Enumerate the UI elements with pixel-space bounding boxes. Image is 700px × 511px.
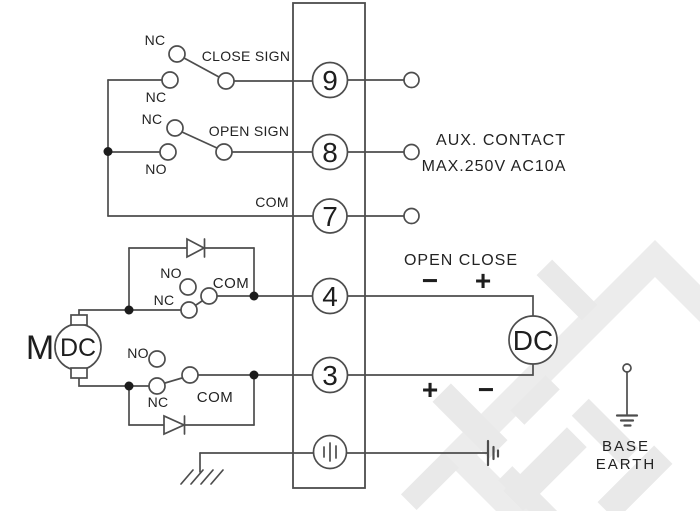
- lower-switch-nc-label: NC: [148, 394, 169, 410]
- close-sign-nc-top-label: NC: [145, 32, 166, 48]
- ground-symbol: [180, 469, 224, 485]
- upper-switch-nc-label: NC: [154, 292, 175, 308]
- upper-switch-com-label: COM: [213, 275, 250, 292]
- terminal-7: [312, 198, 348, 234]
- lower-switch-com-label: COM: [197, 389, 234, 406]
- bottom-plus-sign: +: [422, 374, 438, 405]
- junction-dots: [103, 147, 259, 391]
- diode-upper: [186, 237, 206, 259]
- earth-terminal-glyph: [323, 442, 337, 462]
- aux-output-terminals: [403, 71, 420, 225]
- open-close-heading: OPEN CLOSE: [404, 252, 518, 269]
- base-earth-label-line1: BASE: [602, 438, 650, 455]
- upper-switch-no-label: NO: [160, 265, 182, 281]
- terminal-circles: 9 8 7 4 3: [311, 61, 349, 470]
- motor: M DC: [26, 314, 102, 379]
- terminal-7-label: 7: [322, 201, 338, 232]
- open-sign-no-label: NO: [145, 161, 167, 177]
- aux-contact-note-line2: MAX.250V AC10A: [422, 158, 567, 175]
- terminal-3: [311, 356, 349, 394]
- motor-type-label: DC: [60, 334, 96, 362]
- top-minus-sign: −: [422, 265, 438, 296]
- bottom-minus-sign: −: [478, 374, 494, 405]
- chassis-earth-icon: [486, 439, 500, 467]
- aux-contact-note-line1: AUX. CONTACT: [436, 132, 566, 149]
- lower-switch-no-label: NO: [127, 345, 149, 361]
- aux-com-label: COM: [255, 194, 289, 210]
- close-sign-nc-bottom-label: NC: [146, 89, 167, 105]
- terminal-9-label: 9: [322, 65, 338, 96]
- open-sign-nc-top-label: NC: [142, 111, 163, 127]
- diode-lower: [163, 414, 187, 436]
- motor-label: M: [26, 329, 54, 367]
- dc-power-supply: DC: [508, 315, 558, 365]
- terminal-3-label: 3: [322, 360, 338, 391]
- close-sign-label: CLOSE SIGN: [202, 48, 291, 64]
- terminal-8-label: 8: [322, 137, 338, 168]
- switch-contacts: [148, 45, 235, 395]
- base-earth-label-line2: EARTH: [596, 456, 657, 473]
- dc-supply-label: DC: [513, 325, 553, 356]
- terminal-8: [311, 133, 349, 171]
- open-sign-label: OPEN SIGN: [209, 123, 290, 139]
- terminal-4: [311, 277, 349, 315]
- terminal-4-label: 4: [322, 281, 338, 312]
- wires: [78, 57, 534, 473]
- base-earth-icon: [615, 363, 639, 427]
- background-watermark: [401, 240, 700, 511]
- terminal-9: [311, 61, 349, 99]
- top-plus-sign: +: [475, 265, 491, 296]
